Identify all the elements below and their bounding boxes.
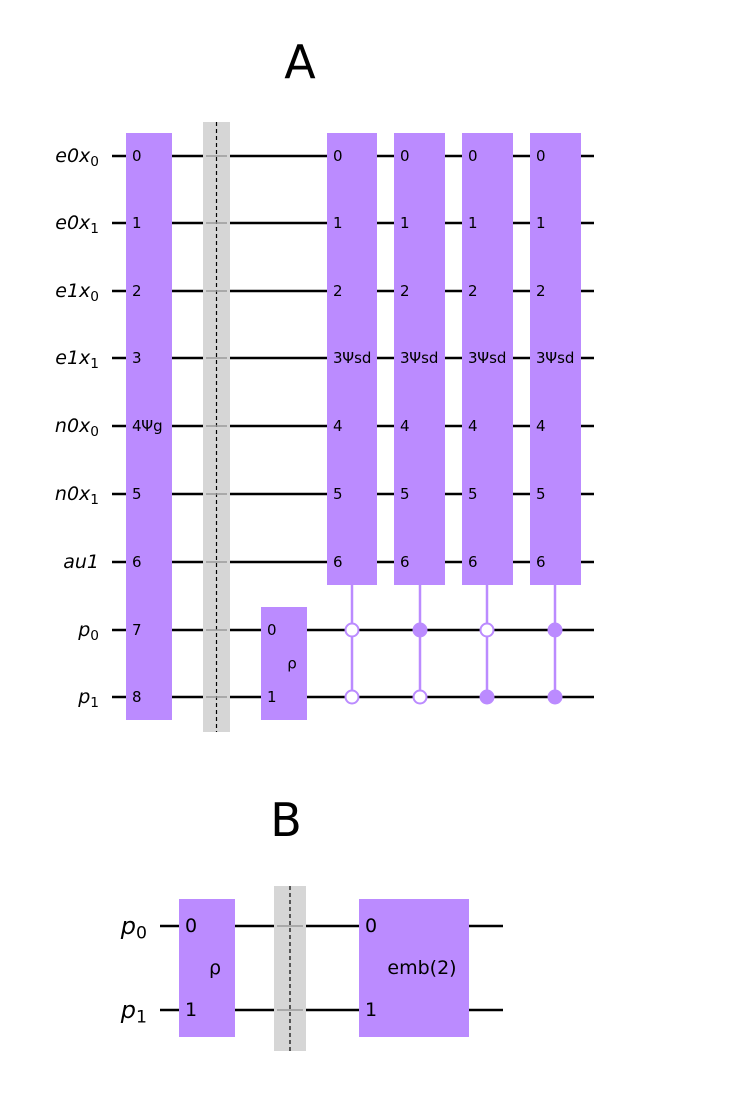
gate-wire-index: 6 — [536, 553, 546, 571]
gate-wire-index: 1 — [365, 999, 377, 1021]
panel-title: A — [284, 35, 316, 89]
gate-wire-index: 1 — [132, 214, 142, 232]
gate-wire-index: 6 — [132, 553, 142, 571]
gate-label: Ψsd — [545, 349, 574, 367]
qubit-label: n0x0 — [55, 415, 99, 440]
gate-wire-index: 4 — [400, 417, 410, 435]
gate-wire-index: 0 — [365, 915, 377, 937]
gate-wire-index: 0 — [536, 147, 546, 165]
gate-label: Ψsd — [477, 349, 506, 367]
gate-label: emb(2) — [387, 957, 456, 979]
gate-label: ρ — [287, 655, 297, 673]
gate-box — [462, 133, 513, 585]
gate-wire-index: 4 — [536, 417, 546, 435]
gate-wire-index: 2 — [536, 282, 546, 300]
gate-wire-index: 1 — [468, 214, 478, 232]
gate: 0 1ρ — [261, 607, 307, 720]
gate-wire-index: 3 — [333, 349, 343, 367]
gate-wire-index: 3 — [132, 349, 142, 367]
gate: 0 1ρ — [179, 899, 235, 1037]
gate: 0 1 emb(2) — [359, 899, 469, 1037]
qubit-label: au1 — [63, 551, 99, 573]
gate-wire-index: 1 — [400, 214, 410, 232]
gate-wire-index: 2 — [468, 282, 478, 300]
control-dot-closed — [547, 689, 563, 705]
gate-wire-index: 3 — [536, 349, 546, 367]
gate-label: Ψsd — [409, 349, 438, 367]
qubit-label: n0x1 — [55, 483, 99, 508]
qubit-label: e0x0 — [55, 145, 99, 170]
control-dot-open — [344, 622, 360, 638]
control-dot-closed — [479, 689, 495, 705]
gate-box — [530, 133, 581, 585]
qubit-label: p1 — [120, 996, 147, 1028]
gate-wire-index: 2 — [333, 282, 343, 300]
gate-wire-index: 7 — [132, 621, 142, 639]
gate-wire-index: 1 — [185, 999, 197, 1021]
gate-wire-index: 5 — [468, 485, 478, 503]
qubit-label: e1x1 — [55, 347, 99, 372]
control-dot-open — [479, 622, 495, 638]
gate-label: Ψg — [141, 417, 162, 435]
gate-wire-index: 4 — [333, 417, 343, 435]
gate-wire-index: 6 — [400, 553, 410, 571]
gate-wire-index: 0 — [185, 915, 197, 937]
gate-wire-index: 0 — [333, 147, 343, 165]
qubit-label: p0 — [77, 619, 99, 644]
gate-wire-index: 6 — [468, 553, 478, 571]
gate-box — [359, 899, 469, 1037]
barrier — [274, 886, 306, 1051]
gate-label: ρ — [209, 957, 221, 979]
gate-wire-index: 0 — [468, 147, 478, 165]
gate-wire-index: 1 — [267, 688, 277, 706]
gate-wire-index: 2 — [400, 282, 410, 300]
control-dot-open — [344, 689, 360, 705]
gate-wire-index: 5 — [400, 485, 410, 503]
control-dot-open — [412, 689, 428, 705]
gate-wire-index: 1 — [333, 214, 343, 232]
gate-wire-index: 4 — [468, 417, 478, 435]
gate-wire-index: 6 — [333, 553, 343, 571]
gate-box — [261, 607, 307, 720]
panel-title: B — [270, 793, 302, 847]
qubit-label: p1 — [77, 686, 99, 711]
gate-wire-index: 0 — [267, 621, 277, 639]
gate-wire-index: 5 — [132, 485, 142, 503]
gate-box — [327, 133, 377, 585]
gate-wire-index: 5 — [536, 485, 546, 503]
qubit-label: p0 — [120, 912, 147, 944]
gate-wire-index: 0 — [400, 147, 410, 165]
gate-box — [394, 133, 445, 585]
qubit-label: e1x0 — [55, 280, 99, 305]
gate-wire-index: 3 — [468, 349, 478, 367]
gate-wire-index: 1 — [536, 214, 546, 232]
gate-box — [126, 133, 172, 720]
gate-wire-index: 4 — [132, 417, 142, 435]
control-dot-closed — [547, 622, 563, 638]
gate-wire-index: 0 — [132, 147, 142, 165]
gate-wire-index: 3 — [400, 349, 410, 367]
gate-wire-index: 2 — [132, 282, 142, 300]
gate-label: Ψsd — [342, 349, 371, 367]
gate-box — [179, 899, 235, 1037]
control-dot-closed — [412, 622, 428, 638]
gate-wire-index: 8 — [132, 688, 142, 706]
gate-wire-index: 5 — [333, 485, 343, 503]
qubit-label: e0x1 — [55, 212, 99, 237]
